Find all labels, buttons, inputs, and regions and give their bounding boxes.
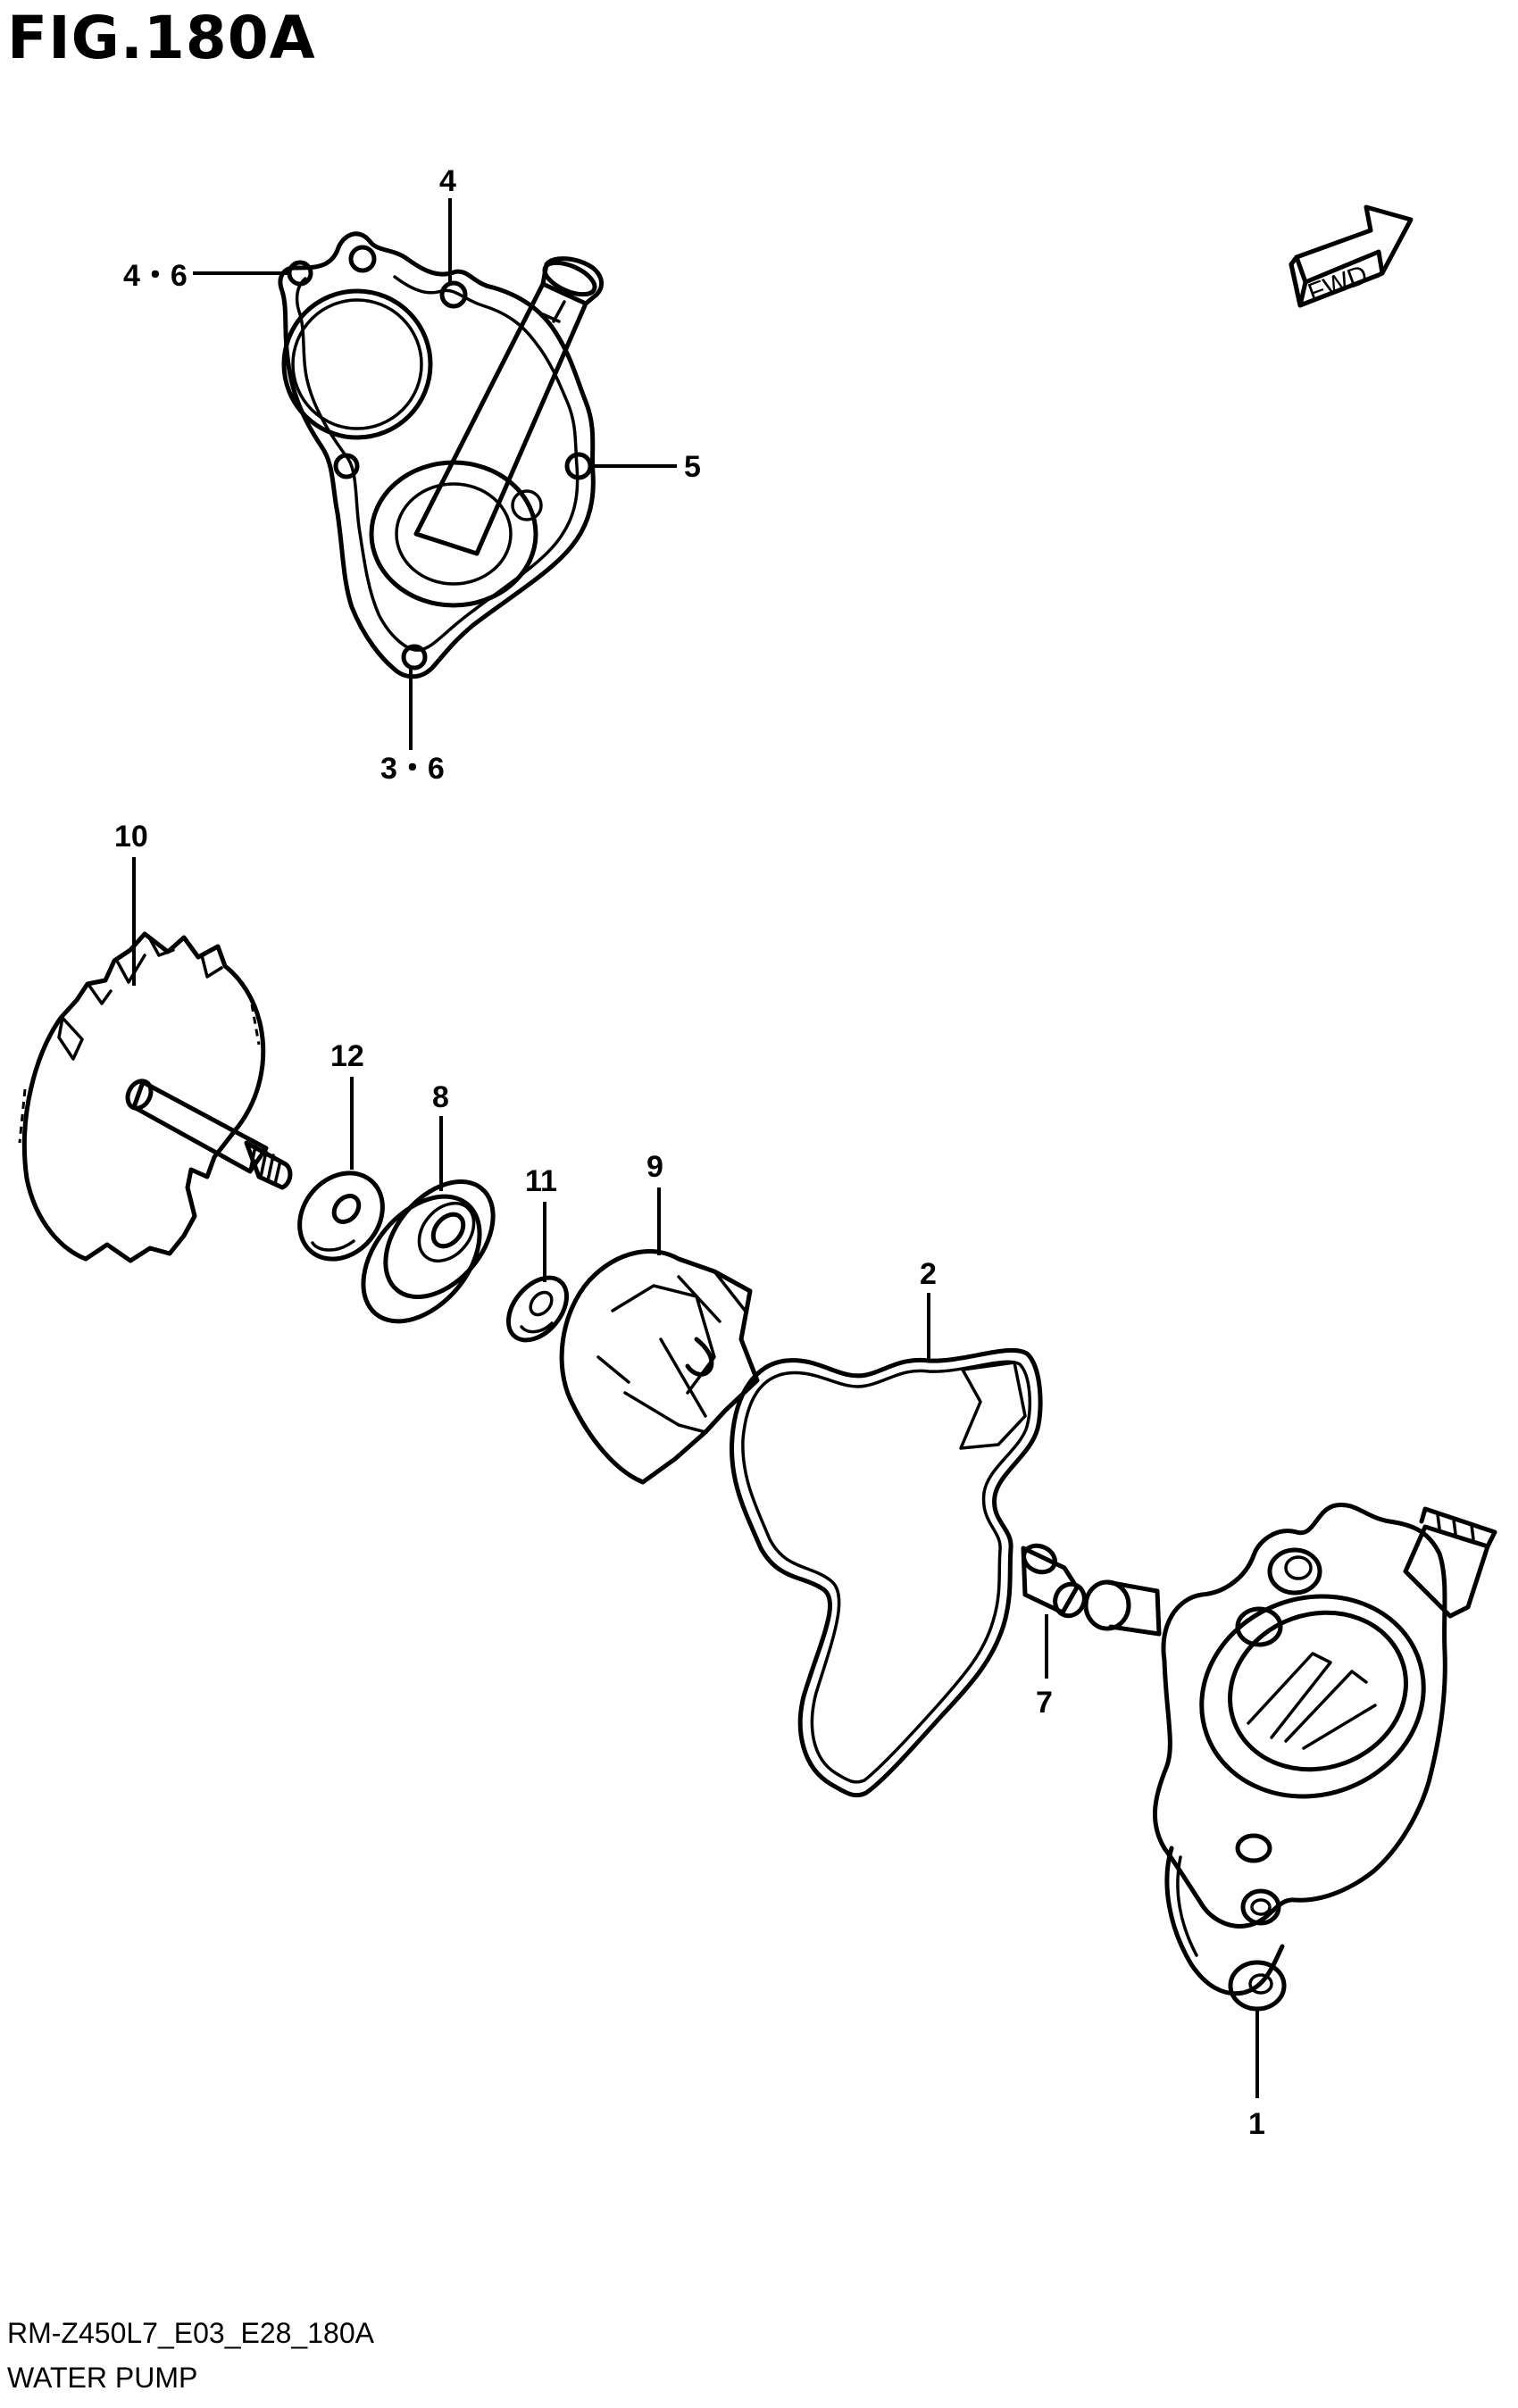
washer — [297, 1171, 385, 1262]
callout-10: 10 — [114, 820, 148, 854]
callout-2: 2 — [920, 1257, 937, 1291]
fwd-arrow-badge: FWD — [1289, 204, 1414, 308]
callout-4: 4 — [439, 164, 456, 198]
diagram-code: RM-Z450L7_E03_E28_180A — [7, 2317, 374, 2349]
small-washer — [505, 1275, 570, 1343]
callout-labels: 4・6 4 5 3・6 10 12 8 11 9 2 7 1 — [114, 164, 1265, 2141]
callout-11: 11 — [525, 1164, 557, 1198]
callout-1: 1 — [1248, 2107, 1265, 2141]
impeller — [559, 1249, 760, 1485]
callout-8: 8 — [432, 1080, 449, 1114]
callout-12: 12 — [330, 1039, 364, 1073]
pump-cover — [278, 231, 604, 679]
callout-9: 9 — [646, 1150, 663, 1184]
impeller-shaft-gear — [18, 931, 293, 1263]
callout-4-6: 4・6 — [123, 259, 188, 293]
gasket — [729, 1347, 1043, 1798]
callout-3-6: 3・6 — [380, 752, 445, 786]
leader-lines — [132, 198, 1259, 2098]
callout-5: 5 — [684, 450, 701, 484]
pump-housing — [1083, 1502, 1497, 2012]
dowel-pin — [1021, 1543, 1087, 1619]
figure-title: FIG.180A — [7, 4, 316, 72]
callout-7: 7 — [1036, 1686, 1053, 1720]
oil-seal — [361, 1179, 496, 1324]
diagram-name: WATER PUMP — [7, 2362, 198, 2394]
